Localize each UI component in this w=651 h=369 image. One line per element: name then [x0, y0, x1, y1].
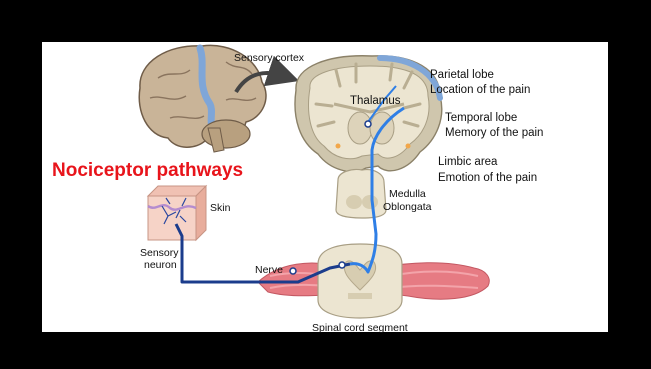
diagram-title: Nociceptor pathways [52, 160, 243, 181]
nerve-node [290, 268, 296, 274]
thalamus-node [365, 121, 371, 127]
label-sensory: Sensory [140, 247, 179, 259]
brain-coronal-section [295, 56, 442, 172]
label-parietal-lobe: Parietal lobe [430, 69, 494, 81]
limbic-dot [406, 144, 411, 149]
label-limbic-area: Limbic area [438, 156, 498, 168]
label-temporal-lobe: Temporal lobe [445, 112, 517, 124]
label-location-pain: Location of the pain [430, 84, 530, 96]
spinal-synapse-node [339, 262, 345, 268]
label-skin: Skin [210, 202, 231, 214]
label-emotion-pain: Emotion of the pain [438, 172, 537, 184]
label-memory-pain: Memory of the pain [445, 127, 543, 139]
skin-block [148, 186, 206, 240]
limbic-dot [336, 144, 341, 149]
label-oblongata: Oblongata [383, 201, 432, 213]
label-neuron: neuron [144, 259, 177, 271]
label-nerve: Nerve [255, 264, 283, 276]
label-medulla: Medulla [389, 188, 426, 200]
spinal-cord-segment [318, 244, 402, 318]
label-spinal-cord-segment: Spinal cord segment [312, 322, 408, 334]
label-thalamus: Thalamus [350, 95, 401, 107]
medulla-oblongata [336, 169, 386, 218]
label-sensory-cortex: Sensory cortex [234, 52, 305, 64]
